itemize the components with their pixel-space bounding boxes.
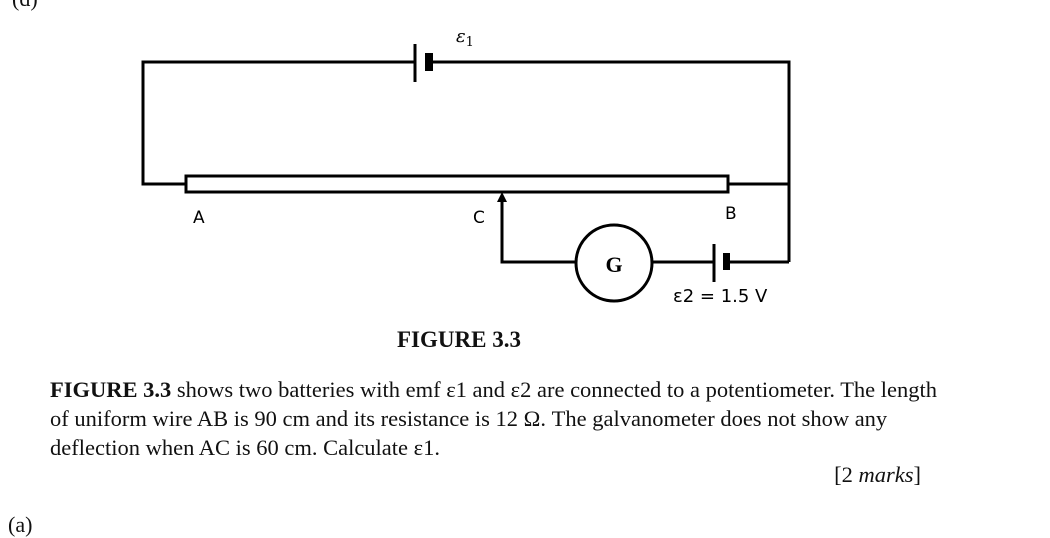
wire-c-to-galvanometer	[500, 205, 576, 264]
question-body: shows two batteries with emf ε1 and ε2 a…	[50, 377, 938, 460]
marks-close: ]	[913, 462, 922, 487]
emf1-subscript: 1	[466, 35, 474, 50]
question-part-label-bottom: (a)	[8, 512, 33, 537]
marks-open: [2	[834, 462, 859, 487]
question-part-label-top: (d)	[12, 0, 38, 12]
battery-emf2	[712, 244, 730, 282]
figure-reference: FIGURE 3.3	[50, 377, 172, 402]
potentiometer-circuit-diagram: G ε1 A C B ε2 = 1.5 V	[141, 26, 791, 307]
figure-caption: FIGURE 3.3	[397, 327, 521, 352]
emf2-label: ε2 = 1.5 V	[673, 286, 768, 307]
point-b-label: B	[725, 204, 737, 224]
battery-emf1	[413, 44, 433, 82]
question-text: FIGURE 3.3 shows two batteries with emf …	[50, 375, 950, 462]
marks-allocation: [2 marks]	[834, 462, 921, 488]
point-c-label: C	[473, 208, 485, 228]
uniform-wire-ab	[184, 174, 730, 194]
circuit-wires	[141, 60, 791, 264]
emf1-label: ε1	[456, 26, 474, 50]
galvanometer-icon	[574, 223, 654, 303]
wire-top-right	[431, 60, 791, 262]
jockey-arrow-icon	[497, 192, 507, 205]
galvanometer-label: G	[605, 252, 622, 277]
emf1-symbol: ε	[456, 26, 466, 47]
wire-top-left	[141, 60, 415, 186]
marks-word: marks	[858, 462, 914, 487]
point-a-label: A	[193, 208, 205, 228]
